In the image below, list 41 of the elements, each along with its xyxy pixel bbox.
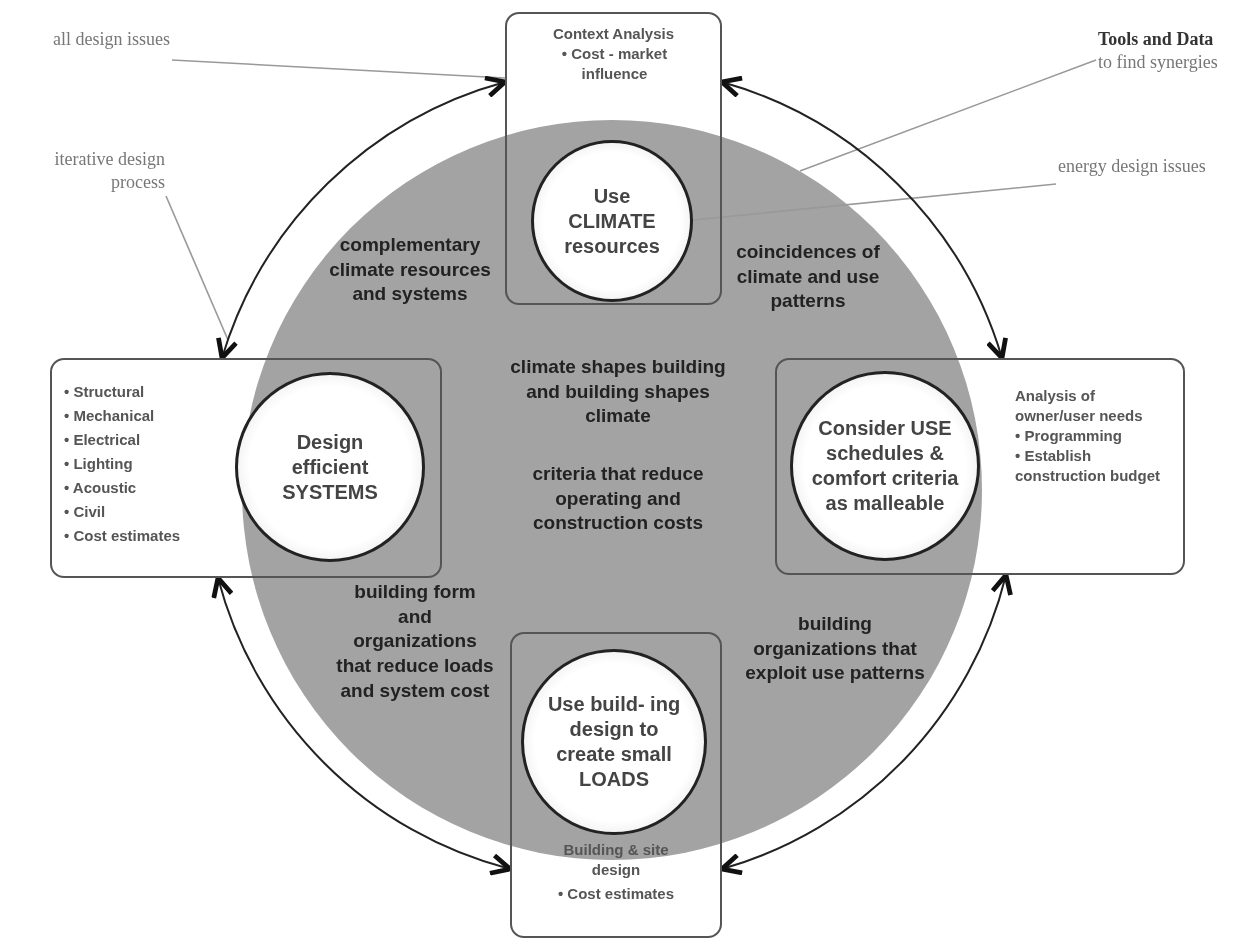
rounded-box [50,358,442,578]
box-text: • Cost estimates [64,526,182,546]
disk-text: building form and organizations that reduce loads and system cost [335,580,495,703]
circle-label: Consider USE schedules & comfort criteria as malleable [810,416,960,516]
rounded-box [775,358,1185,575]
box-text: • Civil [64,502,107,522]
leader-line [171,59,506,79]
box-text: • Cost - market influence [560,44,669,83]
leader-line [799,59,1097,172]
annotation-text: to find synergies [1098,50,1219,73]
circle-label: Use build- ing design to create small LOADS [546,692,682,792]
annotation-heading: Tools and Data [1098,28,1215,51]
box-text: Context Analysis [551,24,676,44]
box-text: • Electrical [64,430,142,450]
box-text: Analysis of owner/user needs [1015,386,1144,425]
box-text: • Cost estimates [556,884,676,904]
box-text: • Acoustic [64,478,138,498]
disk-text: climate shapes building and building shapes climate [509,355,727,429]
disk-text: criteria that reduce operating and construction costs [531,462,705,536]
circle-label: Use CLIMATE resources [563,183,661,259]
box-text: • Structural [64,382,146,402]
box-text: • Programming [1015,426,1123,446]
box-text: Building & site design [562,840,670,879]
cycle-arrow [719,77,1007,361]
cycle-arrow [212,575,513,875]
box-text: • Establish construction budget [1015,446,1161,485]
disk-text: building organizations that exploit use patterns [745,612,925,686]
cycle-arrow [217,76,508,361]
leader-line [692,183,1057,221]
annotation-text: energy design issues [1058,155,1208,178]
annotation-text: iterative design process [40,148,165,193]
rounded-box [510,632,722,938]
box-text: • Mechanical [64,406,156,426]
box-text: • Lighting [64,454,134,474]
disk-text: coincidences of climate and use patterns [735,240,881,314]
rounded-box [505,12,722,305]
leader-line [165,195,229,341]
annotation-text: all design issues [20,28,170,51]
disk-text: complementary climate resources and systems [328,233,492,307]
circle-label: Design efficient SYSTEMS [281,429,379,505]
cycle-arrow [719,572,1012,874]
